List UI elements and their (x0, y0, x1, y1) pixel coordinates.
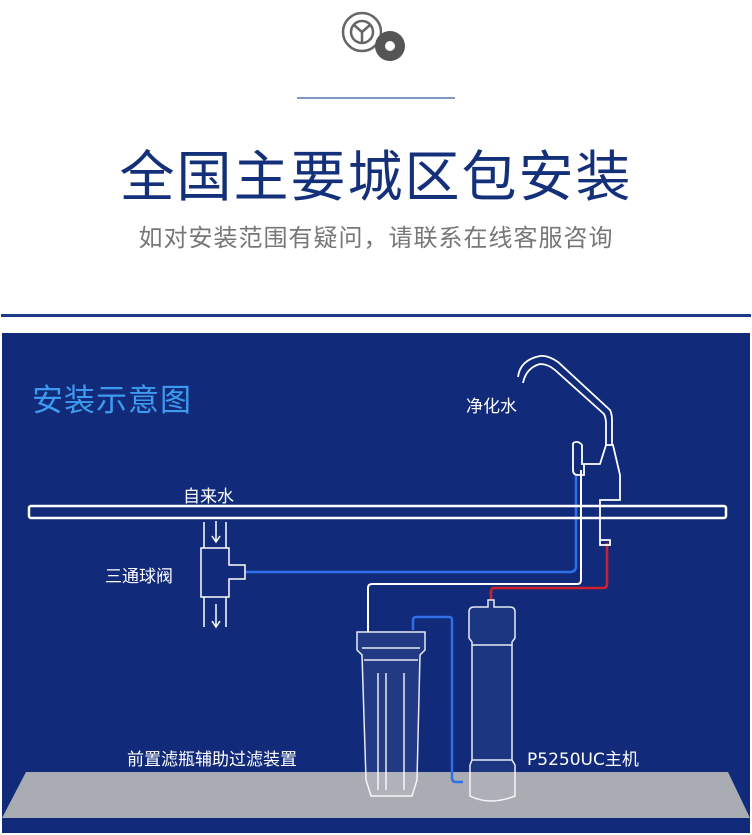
section-divider (1, 314, 751, 317)
filter-to-unit-line (411, 615, 463, 784)
prefilter-bottle (356, 631, 426, 797)
inlet-line (245, 475, 578, 574)
page-subtitle: 如对安装范围有疑问，请联系在线客服咨询 (138, 224, 614, 252)
floor (2, 772, 750, 818)
label-pre-filter: 前置滤瓶辅助过滤装置 (127, 750, 297, 770)
label-main-unit: P5250UC主机 (527, 750, 639, 770)
divider (297, 97, 455, 99)
tee-valve (200, 521, 246, 629)
diagram-title: 安装示意图 (32, 383, 192, 419)
prefilter-line (367, 470, 582, 632)
gears-icon (341, 11, 405, 61)
outlet-line (489, 543, 609, 600)
label-purified-water: 净化水 (466, 397, 517, 417)
tap-water-pipe (27, 504, 728, 520)
label-tee-valve: 三通球阀 (105, 567, 173, 587)
main-unit (468, 599, 516, 802)
faucet (517, 354, 621, 546)
label-tap-water: 自来水 (183, 487, 234, 507)
page-title: 全国主要城区包安装 (119, 145, 633, 209)
